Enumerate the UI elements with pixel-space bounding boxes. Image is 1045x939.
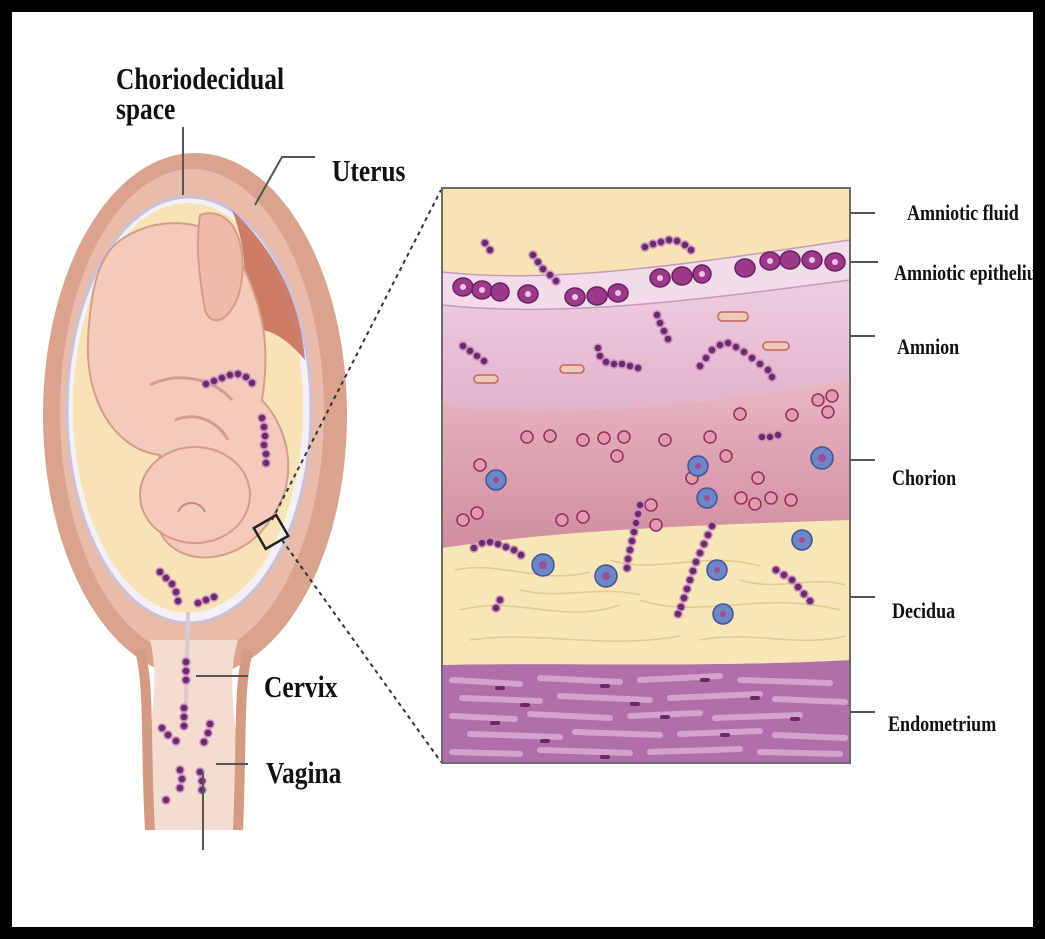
decidua-label: Decidua [892, 600, 955, 622]
choriodecidual-space-label: Choriodecidual space [116, 64, 284, 124]
chorion-label: Chorion [892, 467, 956, 489]
amniotic-epithelium-label: Amniotic epithelium [894, 262, 1045, 284]
infection-diagram [12, 12, 1033, 927]
amniotic-fluid-label: Amniotic fluid [907, 202, 1019, 224]
uterus-label: Uterus [332, 156, 405, 186]
cervix-label: Cervix [264, 672, 337, 702]
choriodecidual-label-line1: Choriodecidual [116, 64, 284, 94]
amnion-label: Amnion [897, 336, 959, 358]
endometrium-label: Endometrium [888, 713, 996, 735]
choriodecidual-label-line2: space [116, 94, 284, 124]
tissue-cutaway [442, 188, 850, 763]
vagina-label: Vagina [266, 758, 341, 788]
